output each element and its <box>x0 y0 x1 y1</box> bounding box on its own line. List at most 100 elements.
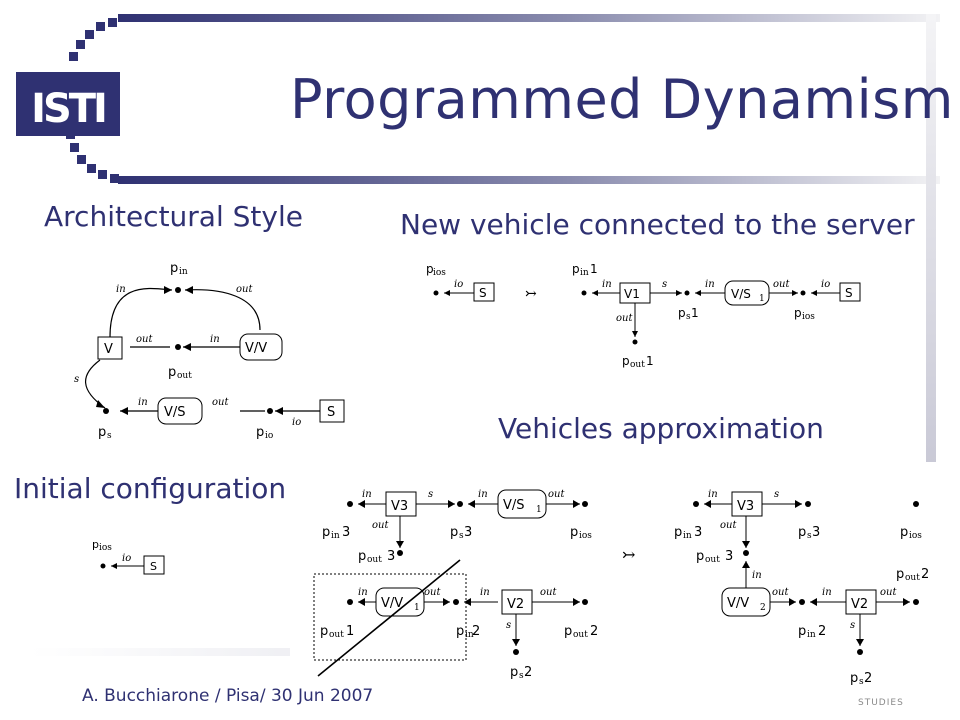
node-S <box>473 282 495 302</box>
svg-text:s: s <box>506 620 511 631</box>
svg-text:p: p <box>564 624 572 639</box>
svg-text:out: out <box>905 573 920 583</box>
svg-text:p: p <box>794 306 802 320</box>
svg-text:V/V: V/V <box>245 341 267 356</box>
svg-text:p: p <box>896 567 904 582</box>
svg-text:io: io <box>122 553 131 564</box>
svg-text:3: 3 <box>387 549 395 564</box>
svg-text:1: 1 <box>759 294 765 304</box>
svg-text:V2: V2 <box>851 597 868 612</box>
svg-text:V/S: V/S <box>731 287 751 301</box>
heading-vehicles-approximation: Vehicles approximation <box>498 412 824 445</box>
svg-text:1: 1 <box>536 505 542 515</box>
svg-text:1: 1 <box>646 354 654 368</box>
svg-text:s: s <box>686 312 691 322</box>
svg-text:V/S: V/S <box>503 498 525 513</box>
pin-port <box>175 287 181 293</box>
svg-text:p: p <box>456 624 464 639</box>
right-bar <box>926 14 936 464</box>
ps-port <box>103 408 109 414</box>
svg-text:V1: V1 <box>624 287 640 301</box>
svg-text:in: in <box>822 587 832 598</box>
svg-text:io: io <box>265 431 273 441</box>
svg-text:io: io <box>821 279 830 290</box>
strike-through-line <box>317 559 461 677</box>
svg-text:V/S: V/S <box>164 405 186 420</box>
node-V2 <box>845 589 877 615</box>
svg-text:out: out <box>573 630 588 640</box>
svg-text:s: s <box>519 671 524 681</box>
svg-text:p: p <box>92 538 99 551</box>
heading-initial-configuration: Initial configuration <box>14 472 287 505</box>
svg-text:p: p <box>572 262 580 276</box>
pout-port <box>175 344 181 350</box>
svg-text:out: out <box>372 520 389 531</box>
svg-text:in: in <box>179 267 188 277</box>
svg-text:2: 2 <box>524 665 532 680</box>
svg-text:out: out <box>616 313 633 324</box>
svg-text:3: 3 <box>694 525 702 540</box>
heading-architectural-style: Architectural Style <box>44 200 303 233</box>
svg-text:2: 2 <box>864 671 872 686</box>
svg-text:in: in <box>807 630 816 640</box>
svg-text:out: out <box>540 587 557 598</box>
svg-text:s: s <box>662 279 667 290</box>
svg-text:S: S <box>479 286 487 300</box>
svg-text:s: s <box>850 620 855 631</box>
svg-text:out: out <box>705 555 720 565</box>
svg-text:in: in <box>705 279 715 290</box>
svg-text:p: p <box>678 306 686 320</box>
svg-text:in: in <box>362 489 372 500</box>
svg-text:ios: ios <box>433 268 446 278</box>
svg-text:io: io <box>292 417 301 428</box>
svg-text:p: p <box>426 262 434 276</box>
svg-text:s: s <box>428 489 433 500</box>
svg-text:out: out <box>772 587 789 598</box>
rewrite-arrow: ↣ <box>525 286 537 302</box>
node-V-S <box>157 397 203 425</box>
heading-new-vehicle: New vehicle connected to the server <box>400 208 915 241</box>
svg-text:1: 1 <box>691 306 699 320</box>
svg-text:out: out <box>329 630 344 640</box>
footer-text: A. Bucchiarone / Pisa/ 30 Jun 2007 <box>82 686 374 706</box>
svg-text:in: in <box>480 587 490 598</box>
svg-text:p: p <box>798 525 806 540</box>
svg-text:V2: V2 <box>507 597 524 612</box>
svg-text:s: s <box>807 531 812 541</box>
svg-text:p: p <box>798 624 806 639</box>
svg-text:V: V <box>104 342 113 357</box>
top-bar <box>118 14 940 22</box>
svg-text:3: 3 <box>725 549 733 564</box>
title-underline-bar <box>118 176 940 184</box>
svg-text:out: out <box>236 284 253 295</box>
pio-port <box>100 563 106 569</box>
svg-text:in: in <box>358 587 368 598</box>
svg-text:out: out <box>720 520 737 531</box>
initial-configuration-diagram: p ios io S <box>92 538 165 575</box>
svg-text:in: in <box>580 268 589 278</box>
svg-text:p: p <box>450 525 458 540</box>
node-V2 <box>501 589 533 615</box>
node-V <box>97 336 123 360</box>
svg-text:S: S <box>845 286 853 300</box>
rewrite-arrow: ↣ <box>622 545 635 564</box>
svg-text:S: S <box>150 560 157 573</box>
svg-text:in: in <box>602 279 612 290</box>
svg-text:out: out <box>773 279 790 290</box>
svg-text:2: 2 <box>760 603 766 613</box>
node-S <box>319 399 345 423</box>
svg-text:in: in <box>752 570 762 581</box>
svg-text:io: io <box>454 279 463 290</box>
svg-text:p: p <box>168 365 176 380</box>
svg-text:out: out <box>630 360 645 370</box>
svg-text:S: S <box>327 405 335 420</box>
svg-text:in: in <box>683 531 692 541</box>
svg-text:p: p <box>622 354 630 368</box>
svg-text:V/V: V/V <box>727 596 749 611</box>
svg-text:V3: V3 <box>737 499 754 514</box>
svg-text:out: out <box>136 334 153 345</box>
logo-text: ISTI <box>31 86 105 132</box>
svg-text:p: p <box>322 525 330 540</box>
